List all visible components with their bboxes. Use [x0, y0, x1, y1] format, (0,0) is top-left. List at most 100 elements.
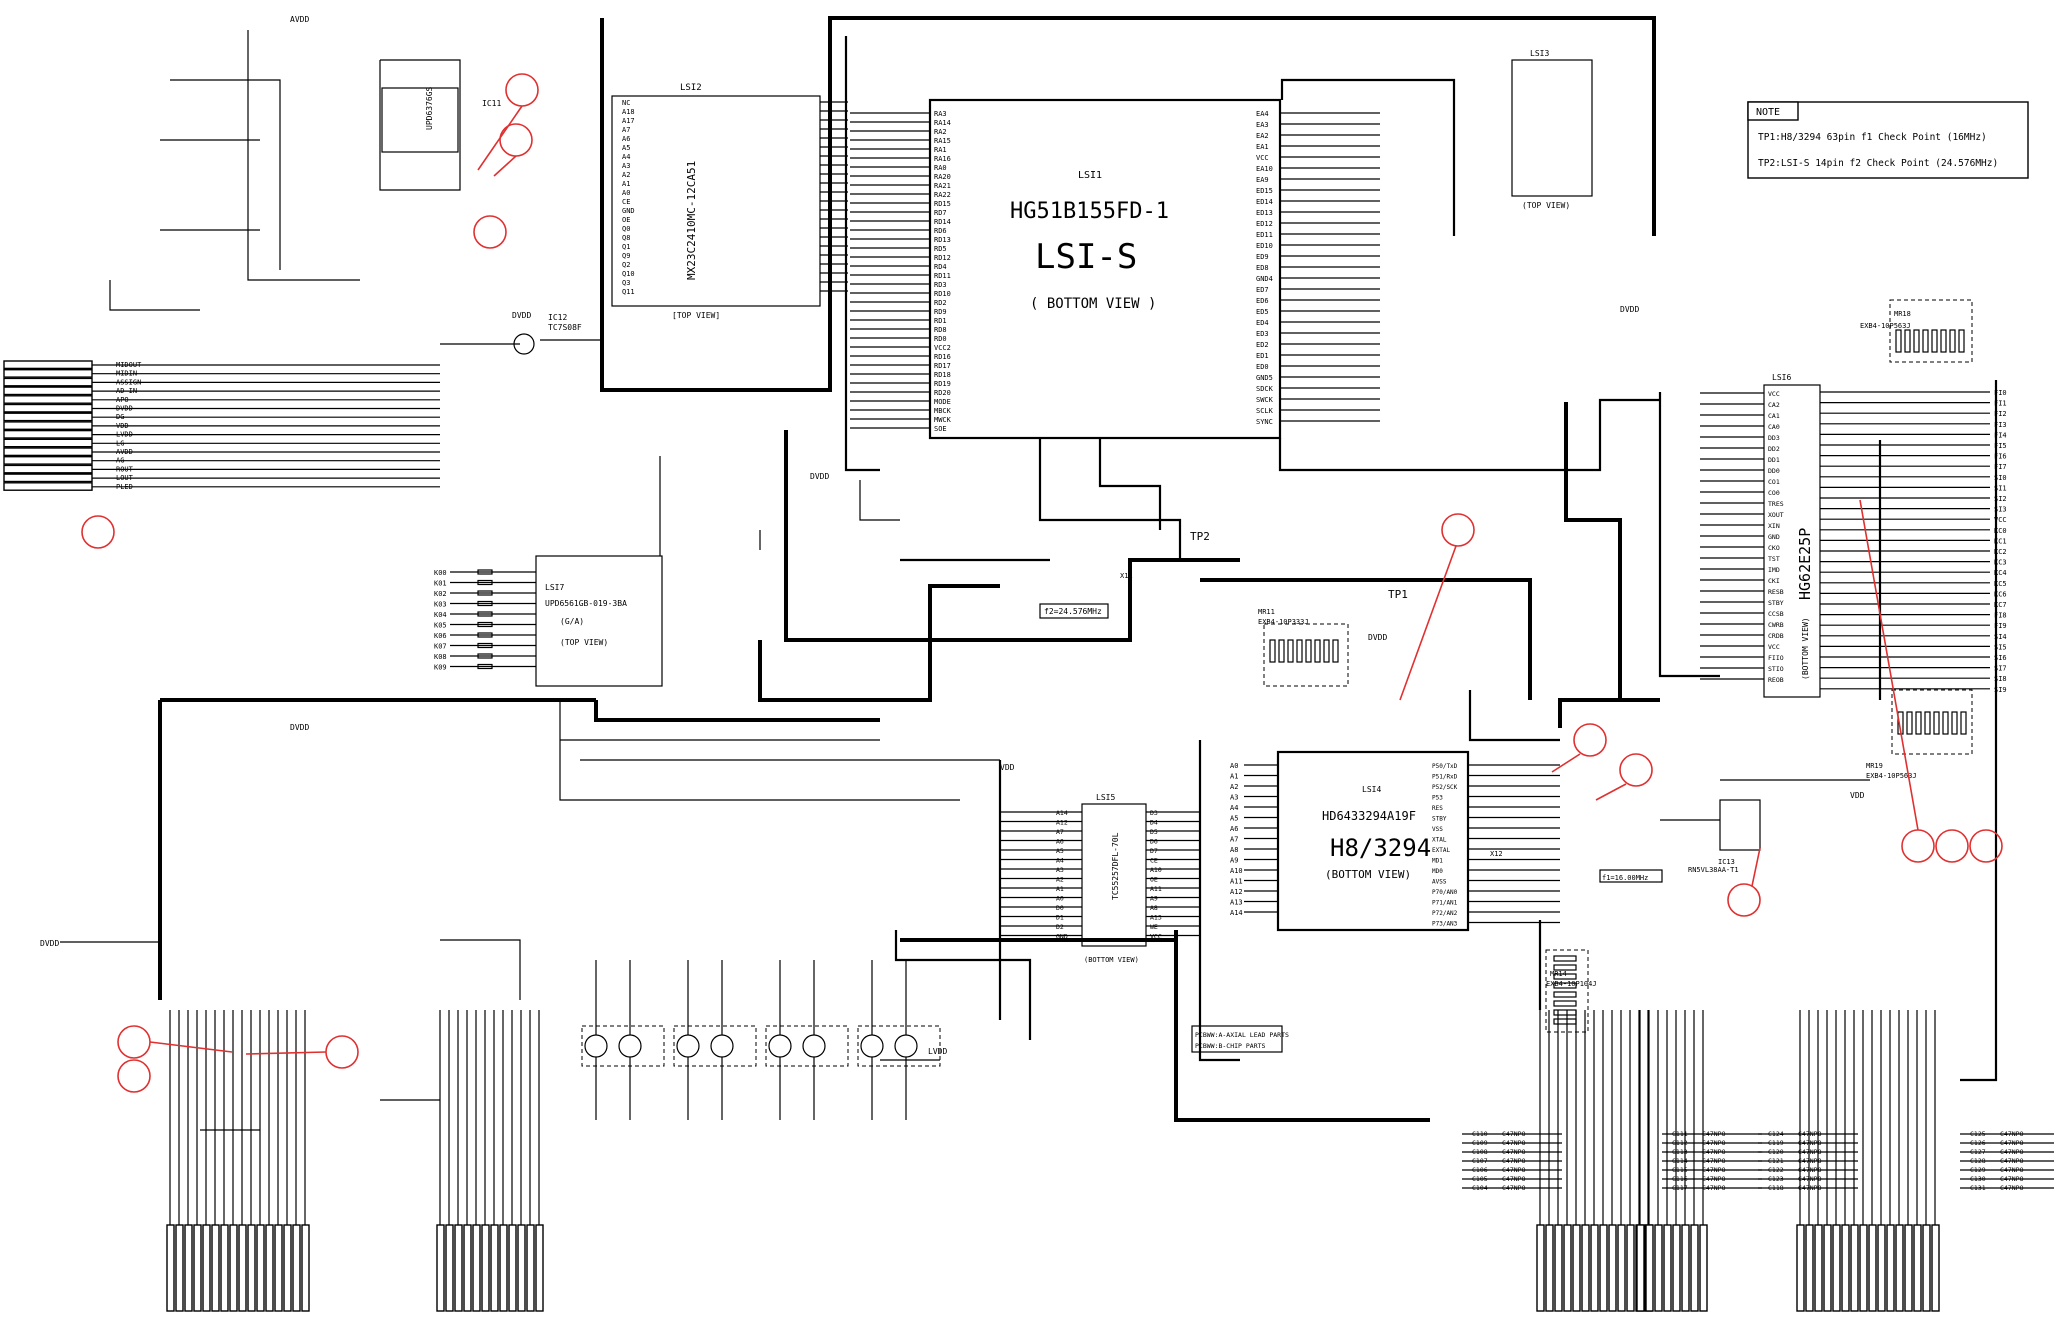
ic12-part: TC7S08F [548, 323, 582, 332]
annotation-circle [1969, 829, 2003, 863]
lsi4-pin-label: P73/AN3 [1432, 921, 1458, 928]
wire [109, 280, 200, 311]
resistor [1287, 639, 1294, 663]
lsi6-pin-label: CA0 [1768, 423, 1780, 431]
lsi1-pin-label: RD10 [934, 290, 951, 298]
lsi1-pin-label: RA16 [934, 155, 951, 163]
lsi5-pin-label: A2 [1056, 876, 1064, 884]
lsi6-pin-label: KC1 [1994, 537, 2007, 545]
lsi6-pin-label: FI3 [1994, 421, 2007, 429]
wire [1200, 578, 1532, 700]
connector-pin [454, 1224, 463, 1312]
lsi4-pin-label: A6 [1230, 825, 1238, 833]
ic13-chip: IC13 RN5VL38AA-T1 [1688, 799, 1761, 874]
connector-pin [1931, 1224, 1940, 1312]
connector-pin [490, 1224, 499, 1312]
lsi1-pin-label: SOE [934, 425, 947, 433]
lsi6-pin-label: FI5 [1994, 442, 2007, 450]
lsi6-pin-label: SI3 [1994, 506, 2007, 514]
lsi6-pin-label: SI5 [1994, 643, 2007, 651]
connector-pin [3, 456, 93, 465]
connector-pin [526, 1224, 535, 1312]
connector-pin [256, 1224, 265, 1312]
lsi6-pin-label: CO0 [1768, 489, 1780, 497]
connector-pin [1663, 1224, 1672, 1312]
wire [1278, 398, 1660, 472]
wire [894, 930, 1032, 1040]
lsi1-pin-label: RA15 [934, 137, 951, 145]
resistor [477, 653, 493, 659]
mr11-part: EXB4-10P333J [1258, 618, 1309, 626]
lsi6-pin-label: FI6 [1994, 453, 2007, 461]
lsi5-pin-label: GND [1056, 933, 1068, 941]
lsi4-pin-label: STBY [1432, 816, 1447, 823]
wire [440, 939, 521, 1000]
lsi6-pin-label: KC4 [1994, 569, 2007, 577]
connector-pin [1672, 1224, 1681, 1312]
lsi2-pin-label: A6 [622, 135, 630, 143]
wire [859, 480, 900, 521]
lsi6-pin-label: CKI [1768, 577, 1780, 585]
connector-pin [1832, 1224, 1841, 1312]
connector-pin [3, 464, 93, 474]
connector-pin [1850, 1224, 1859, 1312]
wire [1174, 930, 1430, 1122]
wire [1468, 690, 1560, 742]
connector-pin [1681, 1224, 1690, 1312]
resistor [477, 611, 493, 617]
connector-pin [1690, 1224, 1699, 1312]
resistor [477, 590, 493, 596]
lsi1-pin-label: ED8 [1256, 264, 1269, 272]
resistor [1553, 973, 1577, 980]
resistor [1958, 329, 1965, 353]
resistor [1942, 711, 1949, 735]
lsi1-ref: LSI1 [1078, 170, 1102, 181]
crystal-labels: f2=24.576MHz X11 f1=16.00MHz X12 TP2 TP1… [1039, 530, 1663, 1053]
connector-pin [3, 447, 93, 457]
lsi5-pin-label: A1 [1056, 885, 1064, 893]
lsi1-pin-label: VCC2 [934, 344, 951, 352]
pcb-note-2: PCBWW:B-CHIP PARTS [1195, 1042, 1266, 1050]
lsi1-pin-label: RD6 [934, 227, 947, 235]
connector-pin [499, 1224, 508, 1312]
connector-pin [472, 1224, 481, 1312]
lsi2-pin-label: A7 [622, 126, 630, 134]
resistor [1895, 329, 1902, 353]
lsi6-pin-label: CA2 [1768, 401, 1780, 409]
transistor [768, 1034, 792, 1058]
connector-pin [1545, 1224, 1554, 1312]
lsi5-pins: A14A12A7A6A5A4A3A2A1A0D0D1D2GNDD3D4D5D6D… [1000, 809, 1200, 941]
lsi1-pin-label: GND5 [1256, 374, 1273, 382]
lsi1-pin-label: RD7 [934, 209, 947, 217]
lsi6-pin-label: SI1 [1994, 484, 2007, 492]
lsi3-chip: LSI3 (TOP VIEW) [1511, 49, 1593, 210]
lsi1-pin-label: ED10 [1256, 242, 1273, 250]
transistor-pair [857, 1025, 941, 1067]
connector-pin [1563, 1224, 1572, 1312]
mr18-part: EXB4-10P563J [1860, 322, 1911, 330]
transistor [860, 1034, 884, 1058]
wire [1658, 392, 1720, 678]
lsi5-pin-label: A11 [1150, 885, 1162, 893]
lsi4-pin-label: P70/AN0 [1432, 889, 1458, 896]
lsi6-view: (BOTTOM VIEW) [1801, 617, 1810, 680]
lsi6-pin-label: DD1 [1768, 456, 1780, 464]
lsi7-pin-label: K04 [434, 611, 447, 619]
connector-pin [3, 395, 93, 404]
lsi4-pin-label: VSS [1432, 826, 1443, 833]
lsi6-pin-label: TST [1768, 555, 1780, 563]
connector-pin [1554, 1224, 1563, 1312]
wire [1564, 402, 1622, 700]
lsi2-pin-label: A1 [622, 180, 630, 188]
lsi2-pins: NCA18A17A7A6A5A4A3A2A1A0CEGNDOEQ0Q8Q1Q9Q… [622, 99, 848, 296]
lsi4-pin-label: A2 [1230, 783, 1238, 791]
wire [758, 584, 1000, 702]
connector-pin [1895, 1224, 1904, 1312]
lsi4-pin-label: P72/AN2 [1432, 910, 1458, 917]
note-line-2: TP2:LSI-S 14pin f2 Check Point (24.576MH… [1758, 158, 1998, 169]
resistor [1278, 639, 1285, 663]
resistor-networks: MR18 EXB4-10P563J MR19 EXB4-10P563J MR11… [1258, 299, 1973, 1033]
lsi4-pin-label: MD1 [1432, 858, 1443, 865]
